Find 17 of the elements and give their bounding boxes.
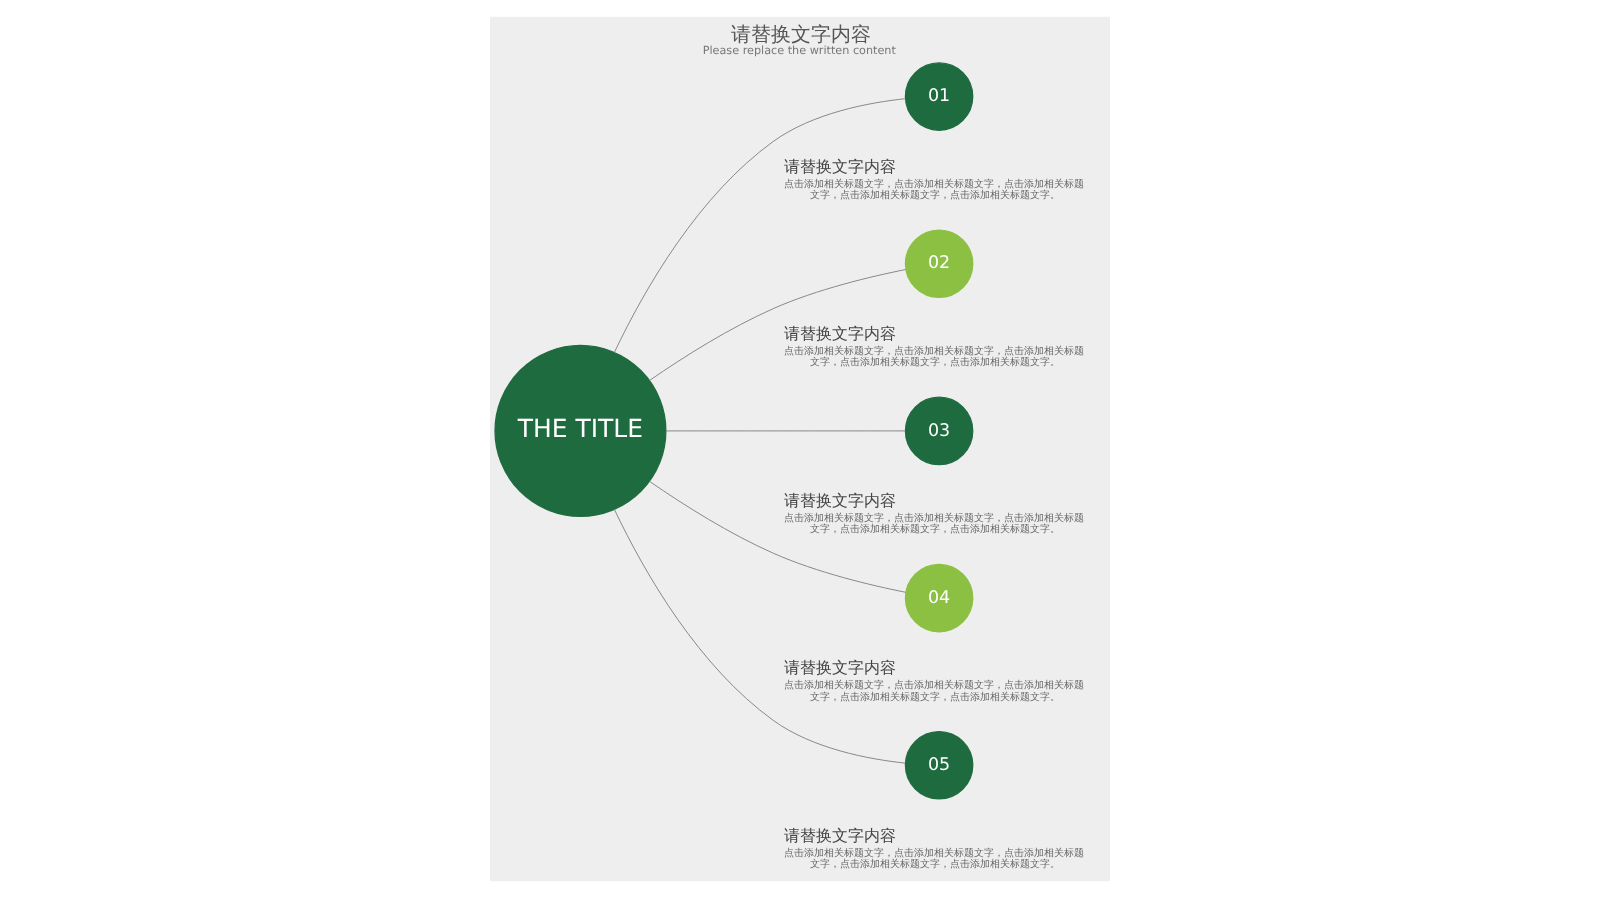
node-circle: 02 — [904, 229, 974, 299]
node-circle: 03 — [904, 396, 974, 466]
connector — [613, 98, 906, 353]
node-label: 请替换文字内容 — [784, 490, 897, 511]
node-circle: THE TITLE — [494, 344, 667, 517]
node-circle: 04 — [904, 563, 974, 633]
node-label: 请替换文字内容 — [784, 657, 897, 678]
node-circle: 01 — [904, 62, 974, 131]
node-label: 请替换文字内容 — [784, 323, 897, 344]
connector — [665, 430, 906, 432]
node-circle: 05 — [904, 730, 974, 800]
connector — [649, 481, 907, 593]
node-label: 请替换文字内容 — [784, 155, 897, 176]
connector — [613, 509, 906, 764]
node-label: 请替换文字内容 — [784, 824, 897, 845]
diagram-title: 请替换文字内容 — [730, 25, 871, 48]
connector — [649, 269, 907, 381]
